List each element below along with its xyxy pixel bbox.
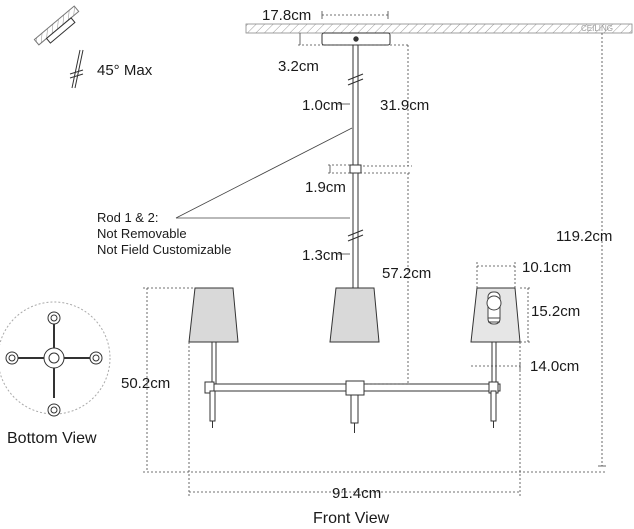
ceiling-label: CEILING xyxy=(581,24,613,33)
dim-body-height: 50.2cm xyxy=(121,375,170,392)
angle-label: 45° Max xyxy=(97,62,153,79)
dim-overall-height: 119.2cm xyxy=(556,228,612,245)
dim-coupling: 1.9cm xyxy=(305,179,346,196)
rod-note-line2: Not Removable xyxy=(97,226,187,241)
dimension-lines xyxy=(143,11,606,496)
rod-upper xyxy=(347,45,364,166)
bottom-view-drawing xyxy=(0,301,111,417)
dim-canopy-width: 17.8cm xyxy=(262,7,311,24)
dim-rod-diameter-upper: 1.0cm xyxy=(302,97,343,114)
bottom-view-label: Bottom View xyxy=(7,430,97,447)
finials xyxy=(209,390,497,433)
rod-lower xyxy=(347,173,364,290)
shade-right-cutaway xyxy=(470,287,521,385)
angled-canopy-icon xyxy=(33,5,84,89)
dimension-labels: 17.8cm 3.2cm 1.0cm 31.9cm 1.9cm 1.3cm 57… xyxy=(121,7,612,502)
front-view-label: Front View xyxy=(313,510,390,527)
rod-note-line3: Not Field Customizable xyxy=(97,242,231,257)
rod-note-line1: Rod 1 & 2: xyxy=(97,210,158,225)
canopy xyxy=(321,32,391,46)
rod-note: Rod 1 & 2: Not Removable Not Field Custo… xyxy=(97,210,231,257)
dim-rod-diameter-lower: 1.3cm xyxy=(302,247,343,264)
shade-left xyxy=(188,287,239,385)
ceiling: CEILING xyxy=(245,23,633,34)
dim-rod-length-upper: 31.9cm xyxy=(380,97,429,114)
dim-shade-top: 10.1cm xyxy=(522,259,571,276)
dim-overall-width: 91.4cm xyxy=(332,485,381,502)
dim-shade-bottom: 14.0cm xyxy=(530,358,579,375)
dim-rod-length-lower: 57.2cm xyxy=(382,265,431,282)
rod-coupling xyxy=(349,164,362,174)
shade-center xyxy=(329,287,380,343)
dim-shade-height: 15.2cm xyxy=(531,303,580,320)
arm-bar xyxy=(204,380,501,396)
dim-canopy-height: 3.2cm xyxy=(278,58,319,75)
